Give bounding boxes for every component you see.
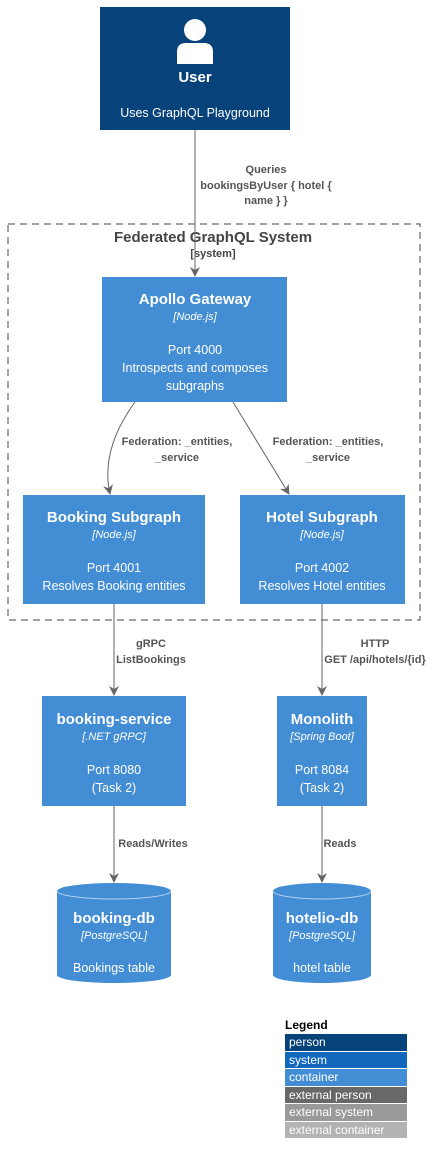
- svg-text:[Spring Boot]: [Spring Boot]: [289, 731, 355, 743]
- svg-text:Monolith: Monolith: [291, 711, 353, 728]
- svg-text:HTTP: HTTP: [361, 638, 390, 650]
- svg-text:Port 4002: Port 4002: [295, 561, 349, 575]
- svg-text:Port 8080: Port 8080: [87, 763, 141, 777]
- boundary-subtitle: [system]: [190, 248, 236, 260]
- boundary-title: Federated GraphQL System: [114, 229, 312, 246]
- svg-text:Uses GraphQL Playground: Uses GraphQL Playground: [120, 106, 270, 120]
- booking-db-node: booking-db [PostgreSQL] Bookings table: [56, 883, 172, 983]
- edge-booking-db: Reads/Writes: [109, 806, 188, 883]
- user-node: User Uses GraphQL Playground: [100, 7, 290, 130]
- svg-text:[Node.js]: [Node.js]: [299, 529, 344, 541]
- svg-text:Queries: Queries: [246, 164, 287, 176]
- svg-text:Introspects and composes: Introspects and composes: [122, 361, 268, 375]
- edge-gateway-booking: Federation: _entities, _service: [103, 401, 233, 495]
- svg-text:GET /api/hotels/{id}: GET /api/hotels/{id}: [324, 654, 426, 666]
- svg-text:hotelio-db: hotelio-db: [286, 910, 358, 927]
- edge-gateway-hotel: Federation: _entities, _service: [232, 401, 384, 495]
- svg-text:User: User: [178, 69, 212, 86]
- legend-item-external-person: external person: [285, 1086, 407, 1104]
- monolith-node: Monolith [Spring Boot] Port 8084 (Task 2…: [277, 696, 367, 806]
- svg-text:Resolves Hotel entities: Resolves Hotel entities: [258, 579, 385, 593]
- svg-text:Hotel Subgraph: Hotel Subgraph: [266, 509, 378, 526]
- apollo-gateway-node: Apollo Gateway [Node.js] Port 4000 Intro…: [102, 277, 287, 402]
- svg-text:Port 8084: Port 8084: [295, 763, 349, 777]
- svg-text:Reads: Reads: [323, 838, 356, 850]
- svg-text:[PostgreSQL]: [PostgreSQL]: [80, 930, 148, 942]
- svg-text:Resolves Booking entities: Resolves Booking entities: [42, 579, 185, 593]
- edge-booking-service: gRPC ListBookings: [109, 604, 186, 696]
- system-boundary: [7, 223, 421, 621]
- svg-text:booking-service: booking-service: [56, 711, 171, 728]
- edge-hotel-monolith: HTTP GET /api/hotels/{id}: [317, 604, 426, 696]
- svg-text:Port 4001: Port 4001: [87, 561, 141, 575]
- legend-item-container: container: [285, 1069, 407, 1087]
- person-icon: [177, 19, 213, 64]
- svg-text:Federation: _entities,: Federation: _entities,: [273, 436, 384, 448]
- svg-text:booking-db: booking-db: [73, 910, 155, 927]
- svg-text:[PostgreSQL]: [PostgreSQL]: [288, 930, 356, 942]
- svg-text:ListBookings: ListBookings: [116, 654, 186, 666]
- booking-service-node: booking-service [.NET gRPC] Port 8080 (T…: [42, 696, 186, 806]
- hotel-subgraph-node: Hotel Subgraph [Node.js] Port 4002 Resol…: [240, 495, 405, 604]
- svg-text:name } }: name } }: [244, 195, 288, 207]
- svg-text:Apollo Gateway: Apollo Gateway: [139, 291, 252, 308]
- svg-text:Booking Subgraph: Booking Subgraph: [47, 509, 181, 526]
- svg-text:(Task 2): (Task 2): [92, 781, 136, 795]
- booking-subgraph-node: Booking Subgraph [Node.js] Port 4001 Res…: [23, 495, 205, 604]
- svg-text:[.NET gRPC]: [.NET gRPC]: [81, 731, 147, 743]
- svg-text:Bookings table: Bookings table: [73, 961, 155, 975]
- svg-text:_service: _service: [305, 452, 350, 464]
- edge-user-gateway: Queries bookingsByUser { hotel { name } …: [190, 130, 332, 277]
- legend-item-person: person: [285, 1034, 407, 1052]
- svg-text:[Node.js]: [Node.js]: [91, 529, 136, 541]
- svg-text:(Task 2): (Task 2): [300, 781, 344, 795]
- legend-item-external-container: external container: [285, 1121, 407, 1139]
- legend-item-external-system: external system: [285, 1104, 407, 1122]
- svg-text:subgraphs: subgraphs: [166, 379, 224, 393]
- legend-title: Legend: [285, 1018, 328, 1032]
- svg-text:[Node.js]: [Node.js]: [172, 311, 217, 323]
- svg-text:gRPC: gRPC: [136, 638, 166, 650]
- hotelio-db-node: hotelio-db [PostgreSQL] hotel table: [272, 883, 372, 983]
- svg-text:Port 4000: Port 4000: [168, 343, 222, 357]
- svg-text:Reads/Writes: Reads/Writes: [118, 838, 188, 850]
- svg-text:Federation: _entities,: Federation: _entities,: [122, 436, 233, 448]
- legend-item-system: system: [285, 1051, 407, 1069]
- svg-text:bookingsByUser { hotel {: bookingsByUser { hotel {: [200, 180, 332, 192]
- svg-text:hotel table: hotel table: [293, 961, 351, 975]
- edge-monolith-db: Reads: [317, 806, 357, 883]
- svg-text:_service: _service: [154, 452, 199, 464]
